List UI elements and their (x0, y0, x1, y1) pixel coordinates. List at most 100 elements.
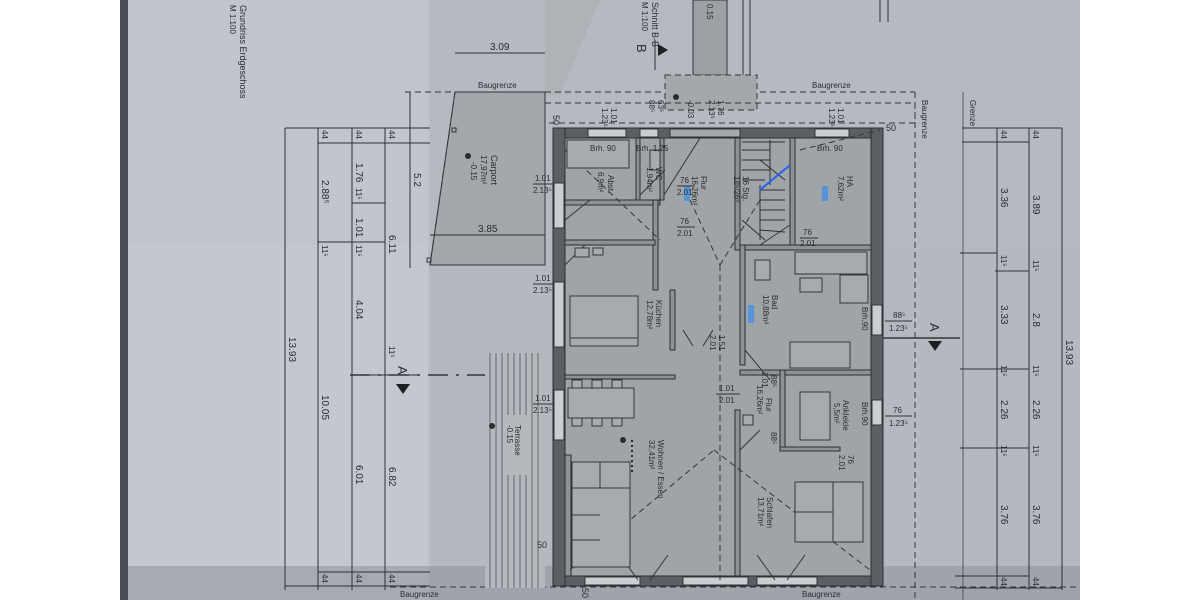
wall-schlafen (734, 409, 741, 577)
dim-label: 44 (354, 574, 363, 583)
dim-label: 6.82 (386, 467, 397, 487)
dim-label: 3.89 (1030, 195, 1041, 215)
level-marker-icon (489, 423, 495, 429)
wall-ankleide-south (779, 446, 841, 452)
svg-text:1.01: 1.01 (535, 274, 551, 283)
dim-label: 11⁵ (387, 346, 396, 358)
svg-text:2.13⁵: 2.13⁵ (533, 186, 552, 195)
highlight-mark (822, 186, 828, 201)
svg-text:76: 76 (680, 176, 689, 185)
dim-label-carport-width-top: 3.09 (490, 42, 510, 53)
kitchen-island (569, 295, 639, 339)
level-marker-icon (465, 153, 471, 159)
svg-text:1.23⁵: 1.23⁵ (889, 419, 908, 428)
dim-label: 44 (999, 577, 1008, 586)
dim-label: 11⁵ (1031, 365, 1040, 377)
section-a-arrow-right-icon (928, 341, 942, 351)
dim-label: 11⁵ (999, 255, 1008, 267)
svg-text:2.01: 2.01 (708, 335, 717, 351)
svg-text:88⁵: 88⁵ (893, 311, 905, 320)
dim-label: 11⁵ (1031, 445, 1040, 457)
entry-door (669, 128, 741, 138)
shelf-abst (566, 139, 630, 169)
dim-label-carport-width: 3.85 (478, 224, 498, 235)
carport-post (426, 257, 432, 263)
room-terrasse-level: -0.15 (505, 425, 514, 444)
wall-bad-south (739, 369, 872, 376)
stair-ratio: 18⁶/26⁰ (732, 176, 741, 203)
dim-label: 44 (320, 130, 329, 139)
dim-label: 11⁵ (354, 245, 363, 257)
section-a-label-right: A (927, 323, 942, 332)
room-wohnen-name: Wohnen / Essen (656, 440, 665, 499)
door-south-wohnen (584, 576, 641, 586)
level-marker-icon (620, 437, 626, 443)
svg-text:50: 50 (886, 123, 896, 133)
dim-label: 44 (387, 574, 396, 583)
room-ankleide-area: 5,5m² (832, 403, 841, 424)
svg-text:2.01: 2.01 (837, 455, 846, 471)
svg-text:2.01: 2.01 (800, 239, 816, 248)
room-ha-area: 7,62m² (836, 176, 845, 201)
svg-text:1.01: 1.01 (535, 394, 551, 403)
bad-shower (794, 251, 868, 275)
svg-text:-0.03: -0.03 (686, 100, 695, 119)
svg-text:1.76: 1.76 (716, 100, 725, 116)
grenze-label: Grenze (968, 100, 977, 127)
wall-ankleide (779, 369, 786, 451)
dim-label: 44 (387, 130, 396, 139)
dim-label: 44 (354, 130, 363, 139)
dim-label: 3.76 (998, 505, 1009, 525)
staircase (741, 140, 786, 241)
room-abst-area: 6,9m² (596, 172, 605, 193)
dim-label: 2.26 (998, 400, 1009, 420)
wc-toilet (649, 149, 661, 171)
wall-abst (564, 199, 661, 206)
entry-path (692, 0, 728, 76)
highlight-mark (684, 186, 690, 201)
window-west-essen (553, 389, 565, 441)
section-a-arrow-left-icon (396, 384, 410, 394)
svg-text:1.23⁵: 1.23⁵ (827, 108, 836, 127)
baugrenze-label-bottom-right: Baugrenze (802, 590, 841, 599)
room-abst-name: Abst. (606, 175, 615, 193)
room-schlafen-area: 13,71m² (756, 497, 765, 527)
section-b-ref: Schnitt B-B (650, 2, 660, 47)
wall-stair (734, 137, 741, 251)
entry-path-level: 0.15 (705, 4, 714, 20)
dim-label: 4.04 (353, 300, 364, 320)
dim-label: 11⁵ (999, 365, 1008, 377)
room-carport-level: -0.15 (469, 162, 478, 181)
carport-edge (429, 91, 456, 266)
svg-text:2.01: 2.01 (760, 372, 769, 388)
stair-steps: 16 Stg. (741, 176, 750, 201)
svg-text:2.13⁵: 2.13⁵ (707, 100, 716, 119)
svg-text:76: 76 (893, 406, 902, 415)
brh-label: Brh.90 (860, 402, 869, 426)
dim-label: 44 (1031, 577, 1040, 586)
bad-toilet (754, 259, 771, 281)
entry-landing (664, 74, 758, 111)
dim-label: 6.11 (386, 235, 397, 254)
wall-kueche-flur (669, 289, 676, 351)
room-wc-area: 1,94m² (645, 167, 654, 192)
svg-text:88⁵: 88⁵ (647, 100, 656, 112)
room-schlafen-name: Schlafen (765, 497, 774, 528)
dining-chairs (571, 379, 623, 427)
brh-label: Brh. 1,25 (636, 144, 669, 153)
room-kueche-area: 12,78m² (645, 300, 654, 330)
room-wc-name: WC (654, 167, 663, 181)
svg-text:1.01: 1.01 (609, 108, 618, 124)
room-flur2-name: Flur (764, 398, 773, 412)
level-marker-icon (673, 94, 679, 100)
dim-label: 1.01 (353, 218, 364, 238)
dining-table (567, 387, 635, 419)
window-east-ankleide (871, 399, 883, 426)
carport-post (451, 127, 457, 133)
svg-text:76: 76 (846, 455, 855, 464)
kitchen-stools (569, 337, 639, 347)
svg-text:2.01: 2.01 (677, 229, 693, 238)
dim-label: 11⁵ (999, 445, 1008, 457)
sheet-scale: M 1:100 (228, 5, 237, 34)
